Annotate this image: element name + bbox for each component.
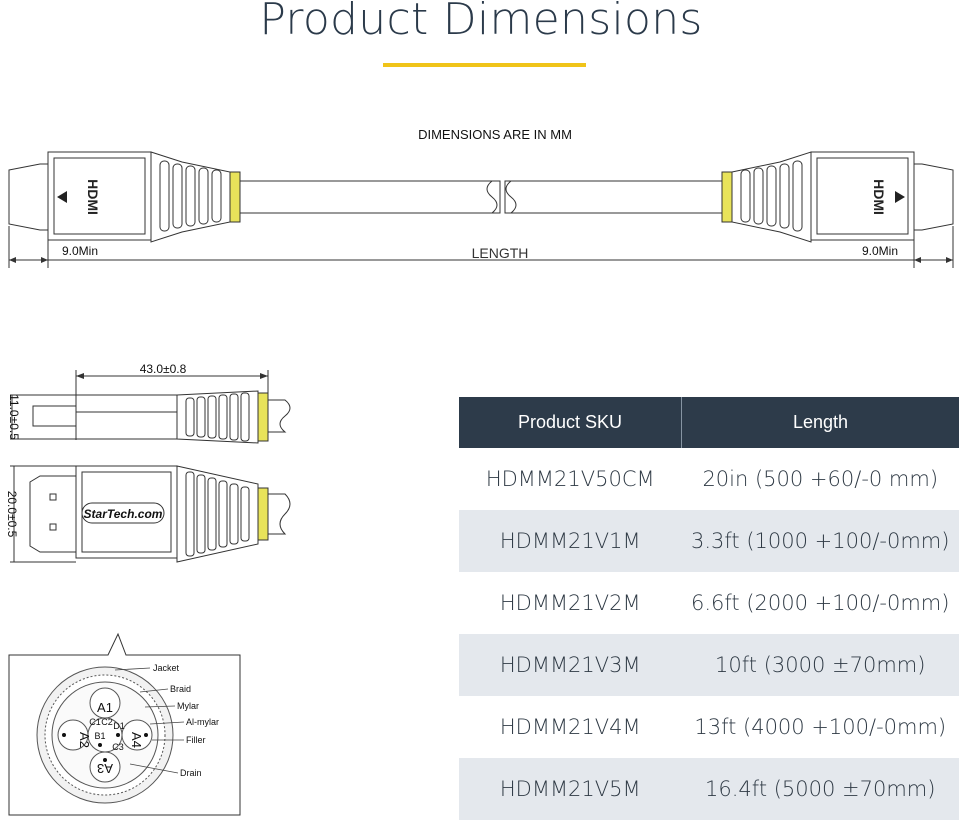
length-cell: 10ft (3000 ±70mm) [681, 634, 959, 696]
table-row: HDMM21V1M 3.3ft (1000 +100/-0mm) [459, 510, 959, 572]
sku-cell: HDMM21V50CM [485, 467, 655, 491]
pair-a1: A1 [97, 700, 113, 715]
length-cell: 20in (500 +60/-0 mm) [702, 467, 939, 491]
right-min-label: 9.0Min [862, 244, 898, 258]
core-c3: C3 [112, 742, 124, 752]
height-dimension-top: 11.0±0.5 [7, 394, 21, 440]
sku-cell: HDMM21V5M [459, 758, 682, 820]
core-c2: C2 [101, 717, 113, 727]
right-hdmi-logo: HDMI [871, 179, 887, 215]
length-cell: 16.4ft (5000 ±70mm) [681, 758, 959, 820]
core-b1: B1 [94, 731, 105, 741]
header-length: Length [681, 397, 959, 448]
table-row: HDMM21V4M 13ft (4000 +100/-0mm) [459, 696, 959, 758]
length-cell: 6.6ft (2000 +100/-0mm) [691, 591, 950, 615]
brand-badge [81, 502, 165, 524]
right-strain-relief-ribs [740, 160, 803, 232]
table-row: HDMM21V5M 16.4ft (5000 ±70mm) [459, 758, 959, 820]
sku-cell: HDMM21V2M [499, 591, 641, 615]
label-filler: Filler [186, 735, 206, 745]
sku-cell: HDMM21V1M [459, 510, 682, 572]
header-product-sku: Product SKU [459, 397, 682, 448]
brand-logo: StarTech.com [84, 507, 163, 521]
label-drain: Drain [180, 768, 202, 778]
table-row: HDMM21V3M 10ft (3000 ±70mm) [459, 634, 959, 696]
label-jacket: Jacket [153, 663, 180, 673]
title-underline [383, 63, 586, 67]
pair-a3: A3 [97, 761, 113, 776]
page-title: Product Dimensions [259, 0, 703, 45]
length-cell: 13ft (4000 +100/-0mm) [694, 715, 947, 739]
length-cell: 3.3ft (1000 +100/-0mm) [681, 510, 959, 572]
dimension-arrows [9, 257, 953, 263]
sku-cell: HDMM21V3M [459, 634, 682, 696]
dimensions-note: DIMENSIONS ARE IN MM [418, 127, 572, 142]
cable-length-drawing: DIMENSIONS ARE IN MM HDMI [8, 127, 954, 268]
left-hdmi-logo: HDMI [85, 179, 101, 215]
table-row: HDMM21V50CM 20in (500 +60/-0 mm) [459, 448, 959, 510]
cable-body [239, 180, 723, 214]
sku-length-table: Product SKU Length HDMM21V50CM 20in (500… [459, 397, 959, 820]
cable-cross-section: A1 A2 A3 A4 C1 C2 D1 B1 C3 Jacket Braid … [8, 632, 241, 816]
pair-a2: A2 [77, 732, 92, 748]
core-c1: C1 [89, 717, 101, 727]
label-al-mylar: Al-mylar [186, 717, 219, 727]
height-dimension-bottom: 20.0±0.5 [5, 491, 19, 538]
length-label: LENGTH [472, 245, 529, 261]
sku-cell: HDMM21V4M [499, 715, 641, 739]
length-dimension: 43.0±0.8 [140, 362, 187, 376]
pair-a4: A4 [129, 732, 144, 748]
label-braid: Braid [170, 684, 191, 694]
right-arrow-icon [895, 191, 905, 203]
dimension-lines [8, 226, 954, 268]
cable-break [486, 180, 517, 214]
core-d1: D1 [113, 721, 125, 731]
label-mylar: Mylar [177, 701, 199, 711]
left-strain-relief-ribs [159, 160, 222, 232]
left-min-label: 9.0Min [62, 244, 98, 258]
table-row: HDMM21V2M 6.6ft (2000 +100/-0mm) [459, 572, 959, 634]
side-view-connector [32, 390, 291, 444]
connector-views-drawing: 43.0±0.8 11.0±0.5 Star [5, 362, 291, 563]
left-arrow-icon [57, 191, 67, 203]
right-connector [721, 151, 954, 243]
